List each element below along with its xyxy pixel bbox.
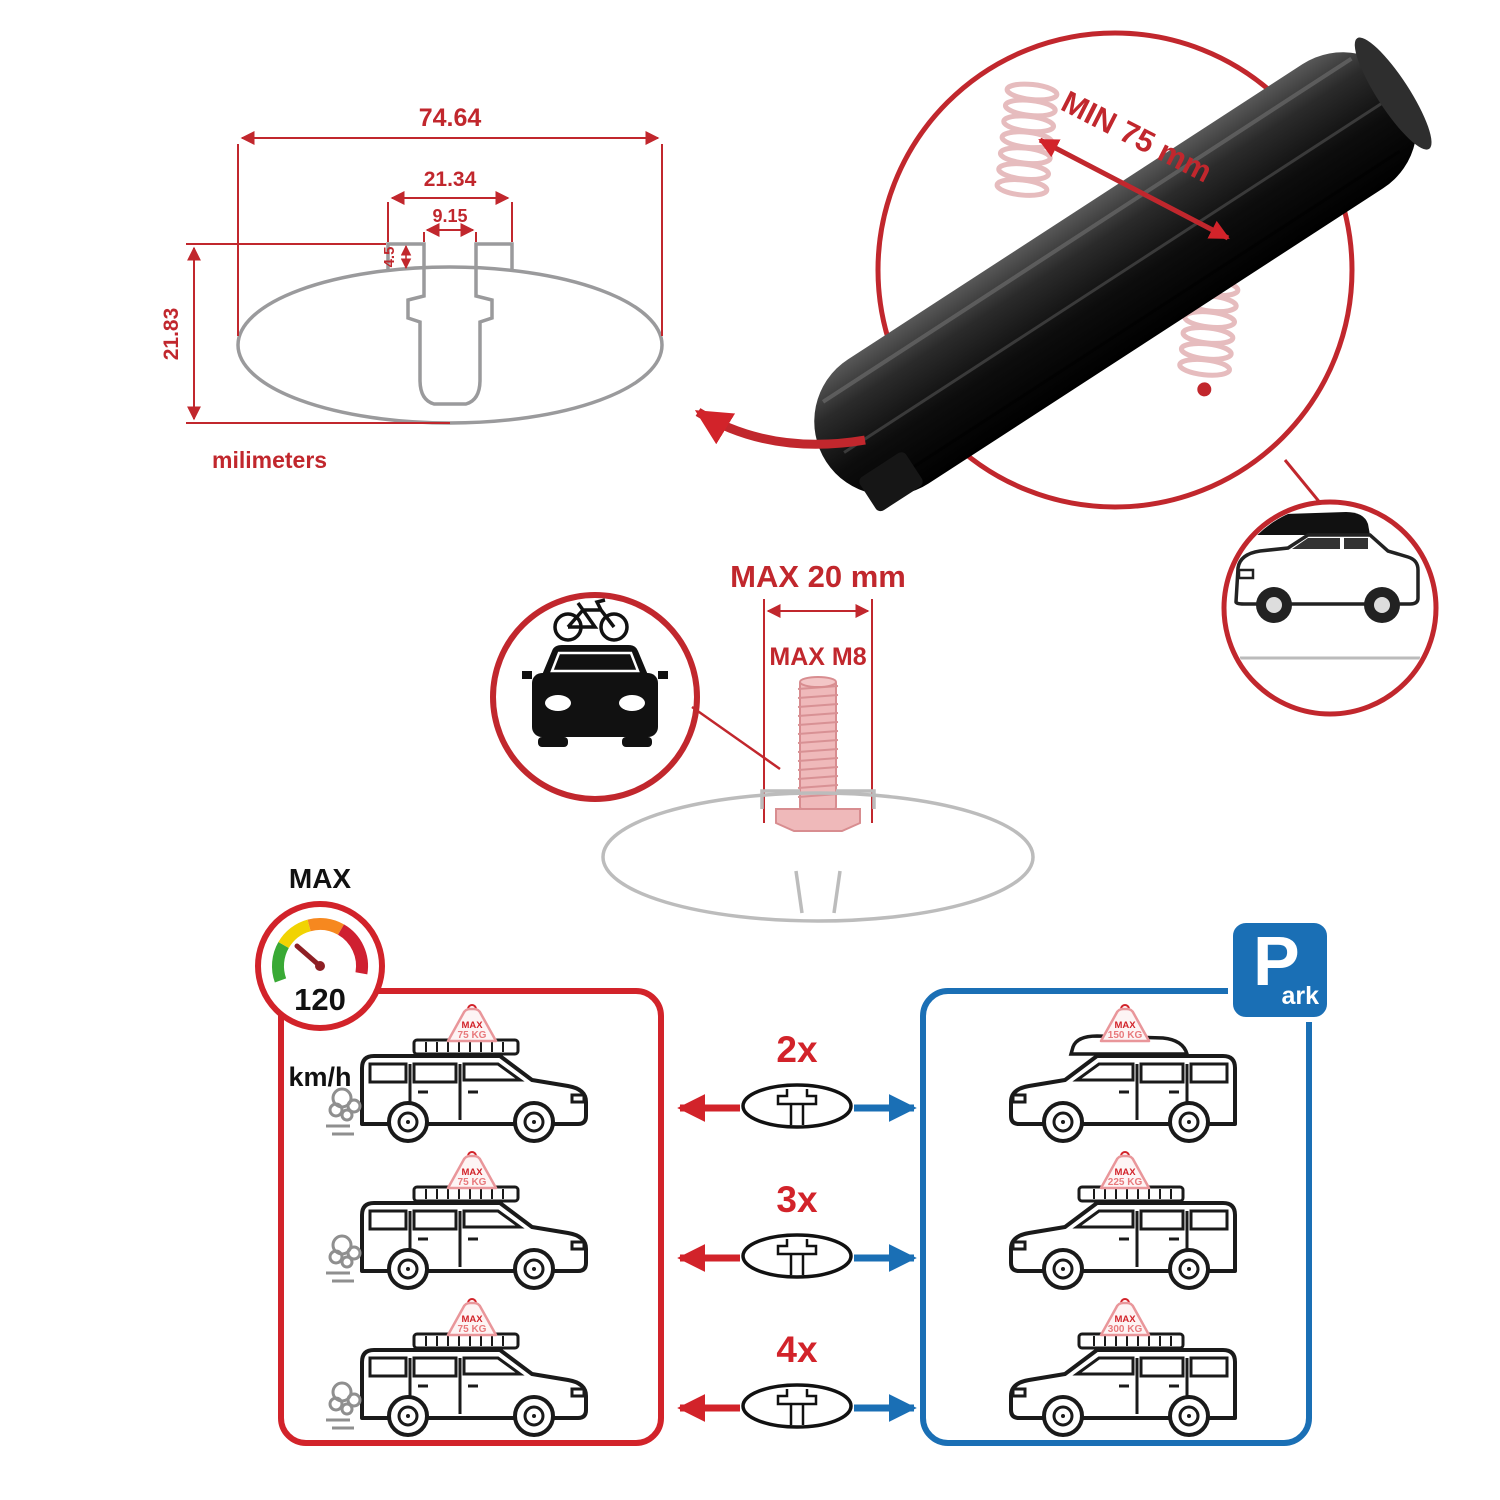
crossbar-profile-icon — [741, 1383, 853, 1429]
load-tag: MAX 225 KG — [1099, 1150, 1151, 1190]
driving-car-2: MAX 75 KG — [324, 1150, 588, 1290]
parking-sign-ark: ark — [1281, 982, 1319, 1010]
t-bolt — [775, 676, 861, 832]
bar-count-label: 3x — [776, 1179, 818, 1220]
roofbox-icon — [1255, 512, 1370, 535]
bike-icon — [553, 598, 629, 642]
gauge-arcs — [271, 917, 368, 983]
crossbar-3d — [814, 37, 1432, 512]
bar-count-row-1: 2x — [677, 1029, 917, 1129]
load-tag: MAX 75 KG — [446, 1297, 498, 1337]
bar-count-row-2: 3x — [677, 1179, 917, 1279]
load-tag: MAX 150 KG — [1099, 1003, 1151, 1043]
zoom-circle — [875, 30, 1355, 510]
gauge-needle-hub — [315, 961, 325, 971]
dim-total-width: 74.64 — [419, 104, 482, 132]
load-tag-kg: 75 KG — [458, 1324, 487, 1335]
load-tag: MAX 300 KG — [1099, 1297, 1151, 1337]
profile-ghost — [601, 789, 1035, 923]
load-tag-max: MAX — [1114, 1314, 1136, 1325]
bolt-width-label: MAX 20 mm — [730, 559, 906, 594]
dimension-lines — [186, 131, 663, 424]
parking-car-3: MAX 300 KG — [1009, 1297, 1237, 1437]
crossbar-profile-outline — [236, 242, 664, 425]
link-arrow-to-drawing — [694, 408, 866, 449]
gauge-title: MAX — [289, 863, 352, 894]
load-tag-max: MAX — [1114, 1020, 1136, 1031]
bar-count-label: 2x — [776, 1029, 818, 1070]
load-tag-kg: 225 KG — [1108, 1177, 1143, 1188]
driving-car-1: MAX 75 KG — [324, 1003, 588, 1143]
parking-sign: P ark — [1228, 918, 1332, 1022]
load-tag: MAX 75 KG — [446, 1150, 498, 1190]
dim-total-height: 21.83 — [160, 308, 183, 361]
gauge-speed-value: 120 — [294, 982, 346, 1017]
bar-count-label: 4x — [776, 1329, 818, 1370]
gauge-unit: km/h — [288, 1062, 351, 1092]
load-tag-kg: 75 KG — [458, 1177, 487, 1188]
units-label: milimeters — [212, 447, 327, 473]
load-tag-kg: 300 KG — [1108, 1324, 1143, 1335]
gauge-needle — [294, 943, 323, 969]
crossbar-detail: MIN 75 mm — [694, 30, 1439, 717]
load-tag-max: MAX — [1114, 1167, 1136, 1178]
bar-count-row-3: 4x — [677, 1329, 917, 1429]
min-span-arrow — [1038, 137, 1230, 241]
bolt-dimension-lines — [763, 599, 873, 823]
load-tag-kg: 75 KG — [458, 1030, 487, 1041]
bike-bubble-connector — [691, 705, 781, 771]
load-tag-max: MAX — [461, 1020, 483, 1031]
suv-with-roofbox — [1234, 512, 1420, 660]
driving-car-3: MAX 75 KG — [324, 1297, 588, 1437]
clamp-coil-left — [994, 81, 1060, 198]
bolt-thread-label: MAX M8 — [769, 643, 866, 671]
technical-drawing: 74.64 21.34 9.15 4.5 21.83 milimeters — [160, 104, 664, 473]
load-tag-max: MAX — [461, 1314, 483, 1325]
dim-slot-width: 9.15 — [432, 206, 467, 226]
car-with-bike — [522, 598, 668, 747]
crossbar-profile-icon — [741, 1233, 853, 1279]
dim-step-height: 4.5 — [381, 247, 398, 268]
parking-car-1: MAX 150 KG — [1009, 1003, 1237, 1143]
load-tag-kg: 150 KG — [1108, 1030, 1143, 1041]
crossbar-profile-icon — [741, 1083, 853, 1129]
parking-car-2: MAX 225 KG — [1009, 1150, 1237, 1290]
bolt-detail: MAX 20 mm MAX M8 — [490, 559, 1035, 923]
dim-channel-width: 21.34 — [424, 168, 477, 191]
load-tag-max: MAX — [461, 1167, 483, 1178]
speed-gauge: MAX 120 km/h — [255, 863, 385, 1092]
load-tag: MAX 75 KG — [446, 1003, 498, 1043]
parking-sign-p: P — [1253, 922, 1300, 1000]
